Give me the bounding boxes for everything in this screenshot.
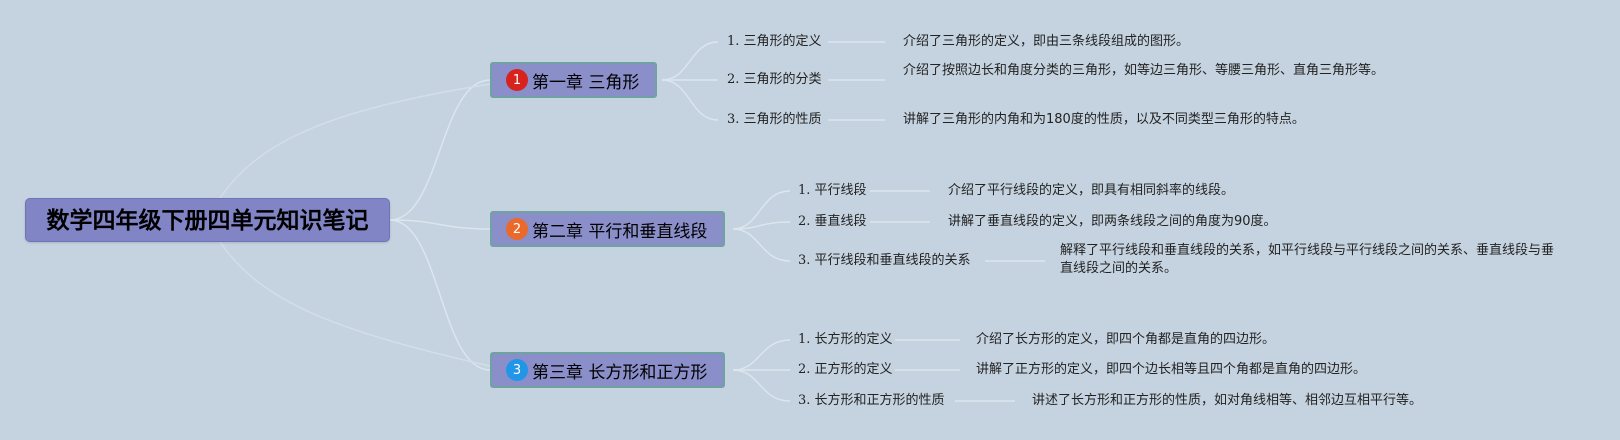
connector-root-ch3 (389, 219, 491, 371)
topic-desc-2-1: 介绍了平行线段的定义，即具有相同斜率的线段。 (948, 183, 1235, 198)
connector-root-ch1 (389, 79, 491, 221)
topic-3-1[interactable]: 1. 长方形的定义 (798, 332, 893, 347)
topic-desc-2-3: 解释了平行线段和垂直线段的关系，如平行线段与平行线段之间的关系、垂直线段与垂直线… (1060, 243, 1555, 276)
topic-1-1[interactable]: 1. 三角形的定义 (727, 34, 822, 49)
decor-arc-upper (219, 83, 491, 199)
topic-desc-3-3: 讲述了长方形和正方形的性质，如对角线相等、相邻边互相平行等。 (1032, 393, 1423, 408)
topic-1-3[interactable]: 3. 三角形的性质 (727, 112, 822, 127)
topic-desc-3-1: 介绍了长方形的定义，即四个角都是直角的四边形。 (976, 332, 1276, 347)
chapter-node-2[interactable]: 2 第二章 平行和垂直线段 (490, 211, 726, 247)
topic-2-2[interactable]: 2. 垂直线段 (798, 214, 867, 229)
topic-1-2[interactable]: 2. 三角形的分类 (727, 72, 822, 87)
chapter-number-badge-3: 3 (506, 359, 528, 381)
topic-desc-2-2: 讲解了垂直线段的定义，即两条线段之间的角度为90度。 (948, 214, 1277, 229)
topic-2-3[interactable]: 3. 平行线段和垂直线段的关系 (798, 253, 971, 268)
chapter-node-1[interactable]: 1 第一章 三角形 (490, 62, 658, 98)
chapter-title-3: 第三章 长方形和正方形 (532, 362, 708, 383)
connector-ch1-t3 (661, 79, 719, 121)
connector-ch2-t1 (732, 190, 791, 230)
topic-2-1[interactable]: 1. 平行线段 (798, 183, 867, 198)
topic-desc-1-3: 讲解了三角形的内角和为180度的性质，以及不同类型三角形的特点。 (903, 112, 1305, 127)
chapter-title-2: 第二章 平行和垂直线段 (532, 221, 708, 242)
connector-ch1-t1 (661, 41, 719, 81)
root-title: 数学四年级下册四单元知识笔记 (46, 208, 369, 234)
connector-ch3-t1 (732, 339, 791, 371)
topic-3-2[interactable]: 2. 正方形的定义 (798, 362, 893, 377)
chapter-title-1: 第一章 三角形 (532, 72, 640, 93)
chapter-node-3[interactable]: 3 第三章 长方形和正方形 (490, 352, 726, 388)
decor-arc-lower (219, 241, 491, 367)
topic-3-3[interactable]: 3. 长方形和正方形的性质 (798, 393, 945, 408)
chapter-number-badge-2: 2 (506, 218, 528, 240)
topic-desc-1-2: 介绍了按照边长和角度分类的三角形，如等边三角形、等腰三角形、直角三角形等。 (903, 63, 1385, 78)
connector-root-ch2 (389, 219, 491, 230)
topic-desc-3-2: 讲解了正方形的定义，即四个边长相等且四个角都是直角的四边形。 (976, 362, 1367, 377)
root-node[interactable]: 数学四年级下册四单元知识笔记 (25, 198, 390, 242)
connector-ch2-t2 (732, 221, 791, 230)
topic-desc-1-1: 介绍了三角形的定义，即由三条线段组成的图形。 (903, 34, 1190, 49)
connector-ch2-t3 (732, 228, 791, 262)
connector-ch3-t3 (732, 369, 791, 402)
chapter-number-badge-1: 1 (506, 69, 528, 91)
